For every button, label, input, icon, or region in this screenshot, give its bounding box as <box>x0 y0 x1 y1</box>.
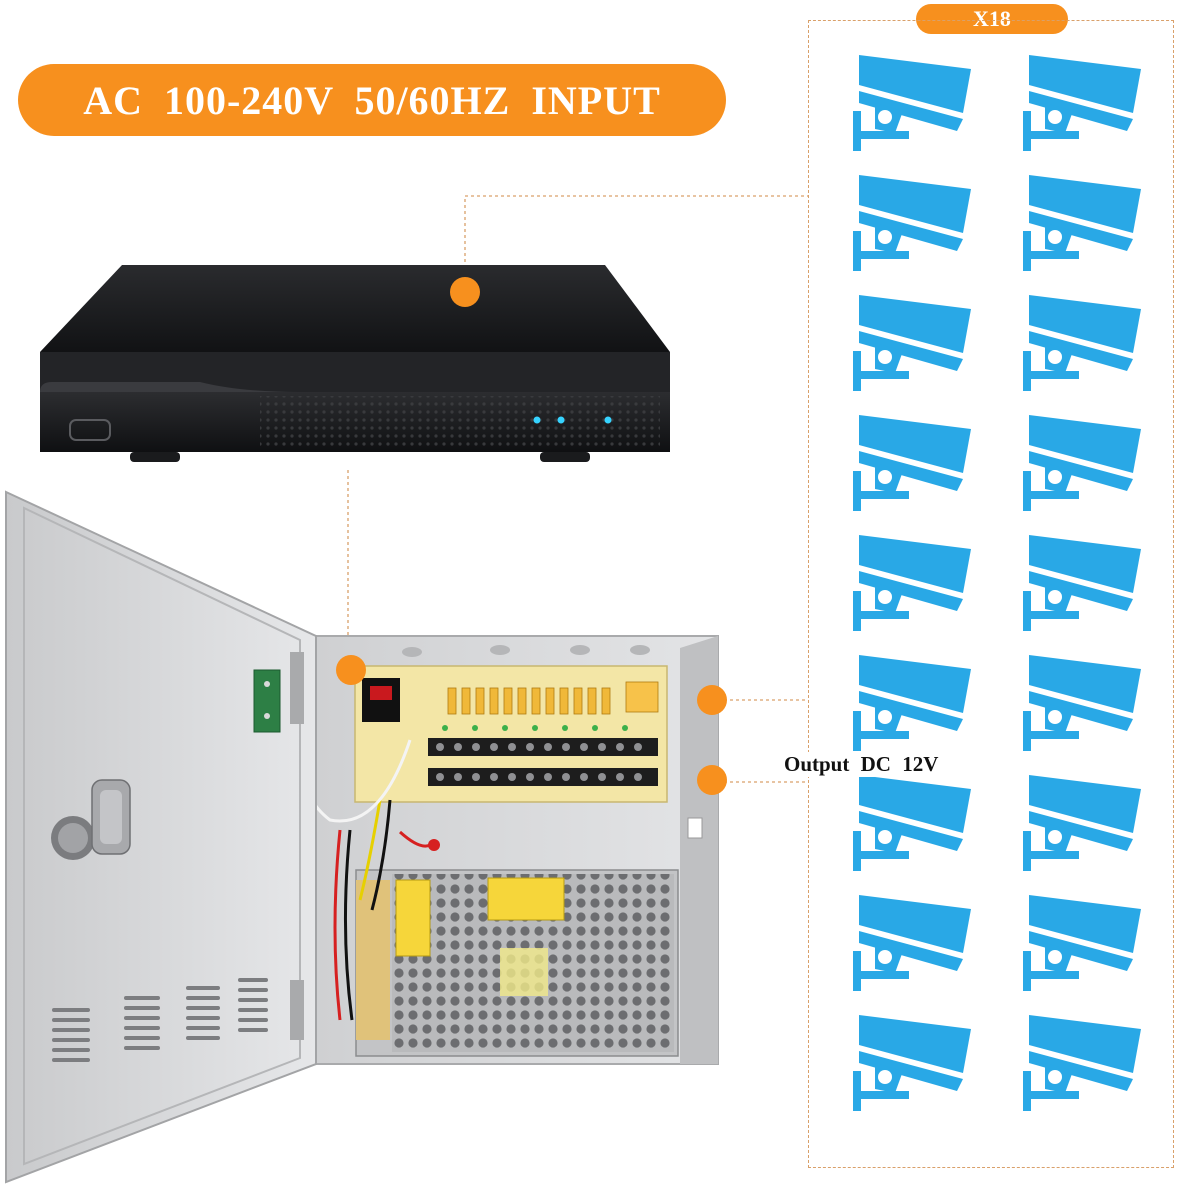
security-camera-icon <box>853 415 971 511</box>
caution-label-icon <box>395 879 431 957</box>
security-camera-icon <box>1023 55 1141 151</box>
security-camera-icon <box>1023 415 1141 511</box>
security-camera-icon <box>853 175 971 271</box>
security-camera-icon <box>1023 175 1141 271</box>
dvr-recorder <box>40 265 670 462</box>
security-camera-icon <box>853 535 971 631</box>
input-marker-dot <box>450 277 480 307</box>
cabinet-door <box>5 490 317 1184</box>
input-voltage-banner: AC 100-240V 50/60HZ INPUT <box>18 64 726 136</box>
security-camera-icon <box>1023 535 1141 631</box>
security-camera-icon <box>853 895 971 991</box>
security-camera-icon <box>853 1015 971 1111</box>
security-camera-icon <box>1023 295 1141 391</box>
security-camera-icon <box>1023 655 1141 751</box>
output-voltage-label: Output DC 12V <box>782 752 941 777</box>
camera-grid <box>845 51 1155 1151</box>
security-camera-icon <box>1023 775 1141 871</box>
security-camera-icon <box>1023 1015 1141 1111</box>
lock-icon <box>51 779 131 860</box>
board-marker-dot <box>336 655 366 685</box>
camera-count-badge: X18 <box>916 4 1068 34</box>
security-camera-icon <box>853 55 971 151</box>
security-camera-icon <box>853 655 971 751</box>
output-marker-dot-1 <box>697 685 727 715</box>
security-camera-icon <box>853 295 971 391</box>
camera-panel <box>808 20 1174 1168</box>
power-supply-cabinet <box>299 635 719 1065</box>
output-marker-dot-2 <box>697 765 727 795</box>
security-camera-icon <box>853 775 971 871</box>
security-camera-icon <box>1023 895 1141 991</box>
